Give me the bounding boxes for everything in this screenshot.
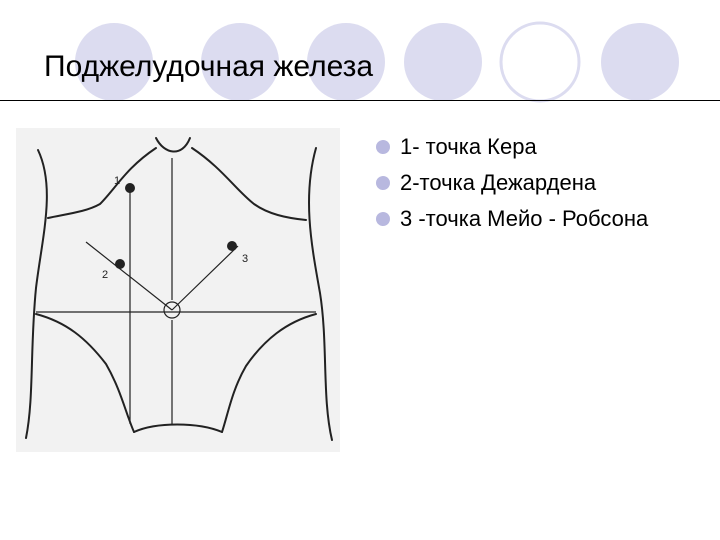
umbilicus	[163, 301, 181, 319]
point-3-label: 3	[242, 253, 248, 265]
point-3-marker	[227, 241, 237, 251]
left-costal-margin	[47, 147, 157, 219]
bullet-list: 1- точка Кера 2-точка Дежардена 3 -точка…	[374, 134, 694, 242]
bullet-item: 2-точка Дежардена	[374, 170, 694, 196]
decor-circle-5	[499, 21, 581, 103]
sternum-notch	[155, 137, 191, 153]
bullet-marker-icon	[376, 176, 390, 190]
point-1-label: 1	[114, 175, 120, 187]
bullet-marker-icon	[376, 212, 390, 226]
groin-line	[133, 423, 223, 433]
point-1-marker	[125, 183, 135, 193]
line-to-point-2	[85, 241, 173, 311]
decor-circle-2	[201, 23, 279, 101]
bullet-item: 3 -точка Мейо - Робсона	[374, 206, 694, 232]
decor-circle-3	[307, 23, 385, 101]
torso-outline-left	[25, 149, 48, 439]
decor-circle-1	[75, 23, 153, 101]
left-iliac-line	[35, 313, 135, 433]
torso-outline-right	[308, 147, 333, 441]
line-to-point-3	[171, 245, 239, 311]
bullet-item: 1- точка Кера	[374, 134, 694, 160]
decorative-circles	[75, 21, 679, 103]
slide-title: Поджелудочная железа	[44, 50, 374, 83]
decor-circle-4	[404, 23, 482, 101]
point-2-marker	[115, 259, 125, 269]
point-2-label: 2	[102, 269, 108, 281]
bullet-text: 3 -точка Мейо - Робсона	[400, 206, 649, 231]
title-divider	[0, 100, 720, 101]
abdomen-diagram: 1 2 3	[16, 128, 340, 452]
bullet-marker-icon	[376, 140, 390, 154]
right-costal-margin	[191, 147, 307, 221]
bullet-text: 2-точка Дежардена	[400, 170, 597, 195]
right-iliac-line	[221, 313, 317, 433]
bullet-text: 1- точка Кера	[400, 134, 537, 159]
decor-circle-6	[601, 23, 679, 101]
